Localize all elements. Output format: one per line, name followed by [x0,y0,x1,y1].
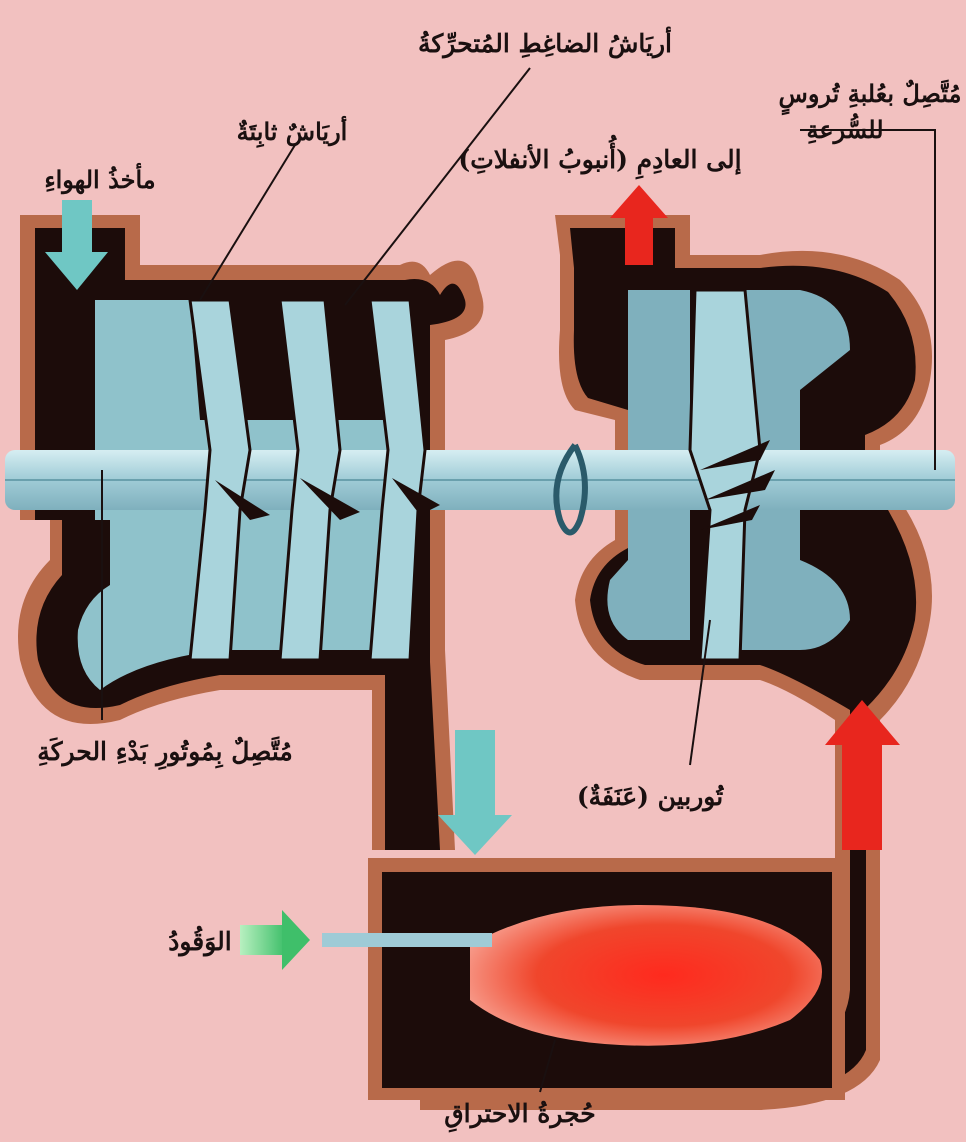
compressor-blades [190,300,425,660]
label-turbine: تُوربين (عَنَفَةٌ) [577,782,725,812]
label-combustion-chamber: حُجرةُ الاحتراقِ [444,1099,596,1133]
label-fixed-blades: أريَاشٌ ثابِتَةٌ [237,114,348,148]
label-gearbox-link-line2: للسُّرعةِ [806,113,883,145]
label-compressor-moving-blades: أريَاشُ الضاغِطِ المُتحرِّكةُ [418,25,672,59]
label-starter-motor: مُتَّصِلٌ بِمُوتُورِ بَدْءِ الحركَةِ [37,736,293,770]
combustion-chamber [322,858,845,1100]
label-fuel: الوَقُودُ [168,925,231,957]
label-air-intake: مأخذُ الهواءِ [44,162,155,195]
combustion-flame [470,905,822,1046]
fuel-injector [322,933,492,947]
